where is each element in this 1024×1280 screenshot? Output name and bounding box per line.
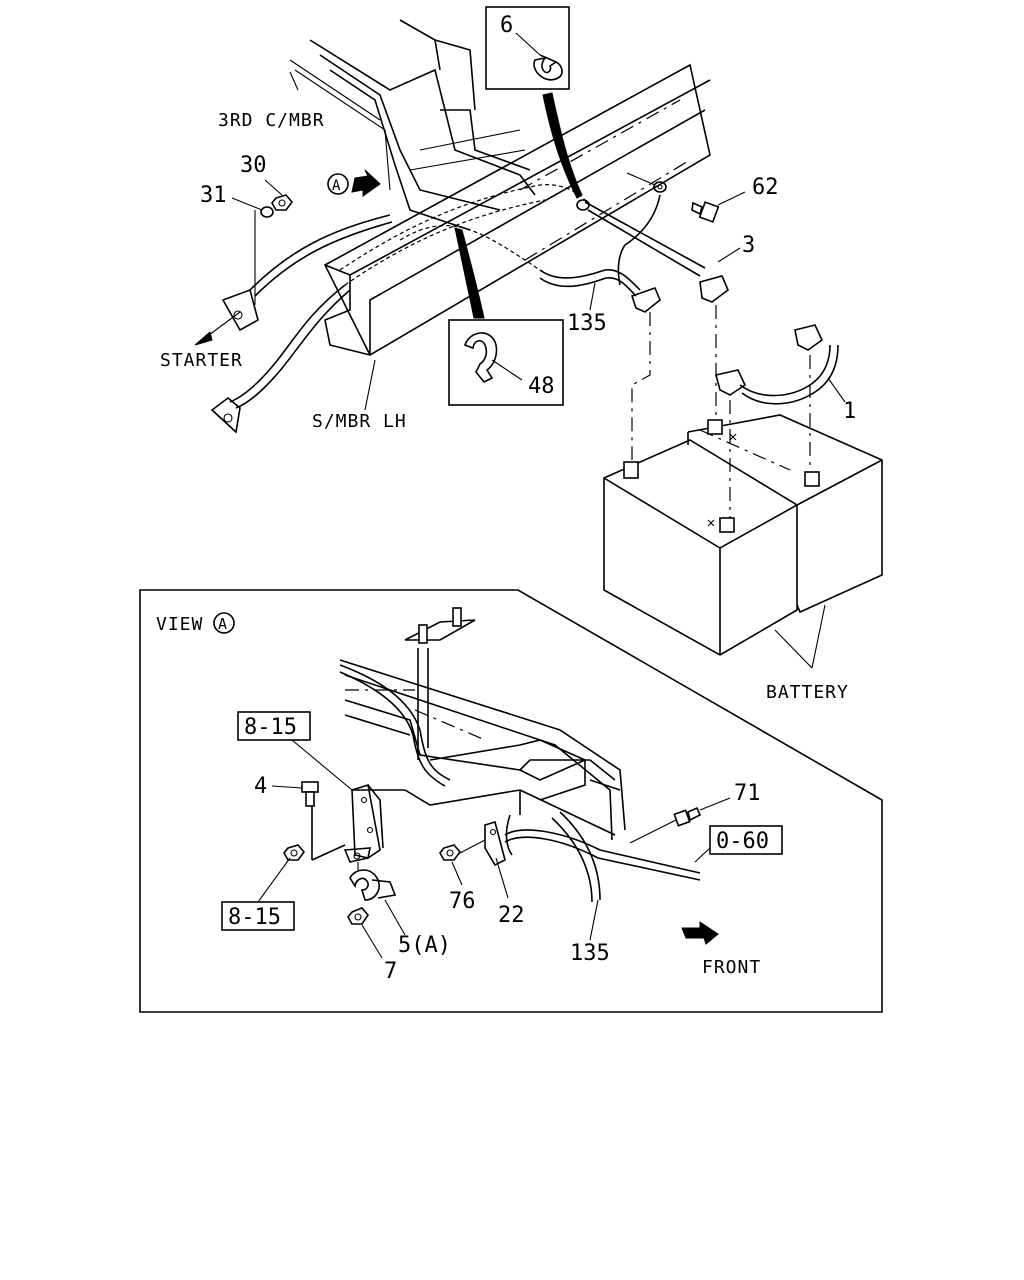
inset-box-48: [448, 227, 564, 406]
third-cross-member: [289, 19, 536, 231]
view-a-bracket: [283, 781, 521, 925]
battery-cables: [539, 194, 839, 405]
callout-ref-8-15-top: 8-15: [244, 715, 297, 740]
part-label-4: 4: [254, 774, 267, 799]
main-leaders: [289, 71, 846, 411]
view-a-title-marker: [213, 612, 235, 634]
part-label-5a: 5(A): [398, 933, 451, 958]
view-a-title: VIEW: [156, 614, 203, 635]
starter-label: STARTER: [160, 350, 243, 371]
starter-cable: [194, 210, 393, 346]
battery-label: BATTERY: [766, 682, 849, 703]
part-label-6: 6: [500, 13, 513, 38]
part-label-71: 71: [734, 781, 761, 806]
view-a-marker-main: A: [332, 178, 341, 194]
side-member-lh: [323, 63, 711, 357]
battery-post-leaders: [631, 305, 811, 520]
view-a-support: [404, 607, 476, 760]
batteries: [603, 414, 883, 669]
part-label-76: 76: [449, 889, 476, 914]
view-a-callout-boxes: [221, 711, 783, 931]
part-label-30: 30: [240, 153, 267, 178]
part-label-3: 3: [742, 233, 755, 258]
part-label-22: 22: [498, 903, 525, 928]
part-label-48: 48: [528, 374, 555, 399]
grommet-and-bolt: [576, 172, 746, 223]
view-a-frame: [139, 589, 883, 1013]
view-a-cables: [339, 664, 701, 903]
view-a-frame-rails: [339, 659, 626, 841]
view-a-clamp: [439, 797, 731, 867]
callout-ref-8-15-bottom: 8-15: [228, 905, 281, 930]
view-a-arrow: [327, 169, 381, 197]
part-label-7: 7: [384, 959, 397, 984]
ground-cable: [210, 284, 351, 434]
part-label-62: 62: [752, 175, 779, 200]
inset-box-6: [485, 6, 583, 199]
callout-ref-0-60: 0-60: [716, 829, 769, 854]
hidden-cable-runs: [339, 184, 586, 286]
part-label-1: 1: [843, 399, 856, 424]
front-arrow-icon: [681, 921, 719, 945]
part-label-135-top: 135: [567, 311, 607, 336]
part-label-31: 31: [200, 183, 227, 208]
view-a-leaders: [271, 785, 599, 959]
part-label-135-bottom: 135: [570, 941, 610, 966]
view-a-title-marker-letter: A: [218, 615, 228, 633]
front-label: FRONT: [702, 957, 761, 978]
nut-washer-30-31: [231, 179, 294, 218]
third-cross-member-label: 3RD C/MBR: [218, 110, 325, 131]
side-member-lh-label: S/MBR LH: [312, 411, 407, 432]
